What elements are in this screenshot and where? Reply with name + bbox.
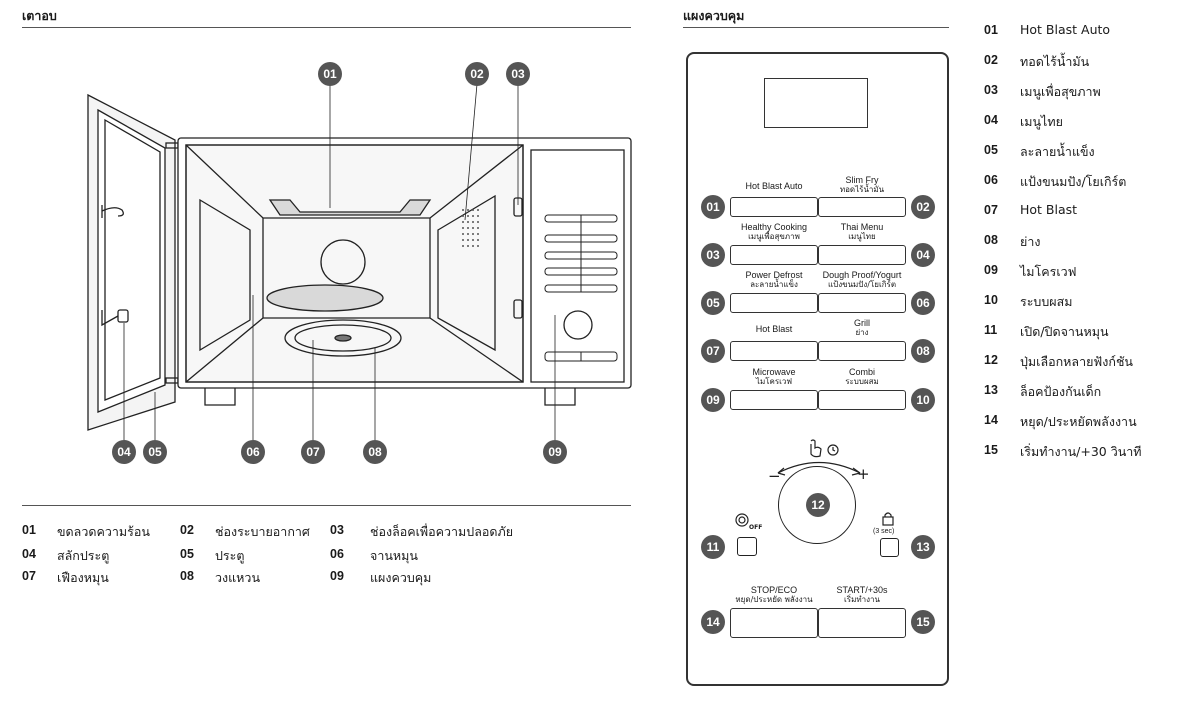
rlegend-08: ย่าง: [1020, 234, 1041, 249]
legend-turntable: จานหมุน: [370, 548, 418, 563]
callout-control-panel: 09: [543, 440, 567, 464]
rlegend-03: เมนูเพื่อสุขภาพ: [1020, 84, 1101, 99]
badge-15: 15: [911, 610, 935, 634]
badge-05: 05: [701, 291, 725, 315]
badge-13: 13: [911, 535, 935, 559]
rlegend-04: เมนูไทย: [1020, 114, 1063, 129]
microwave-button[interactable]: [730, 390, 818, 410]
turntable-off-label: OFF: [749, 524, 763, 531]
callout-roller-ring: 08: [363, 440, 387, 464]
lock-icon: [882, 512, 894, 526]
badge-14: 14: [701, 610, 725, 634]
legend-heater: ขดลวดความร้อน: [57, 524, 150, 539]
stop-eco-button[interactable]: [730, 608, 818, 638]
dough-proof-yogurt-button[interactable]: [818, 293, 906, 313]
oven-legend-rule: [22, 505, 631, 506]
dial-graphic: [777, 439, 861, 476]
rlegend-11: เปิด/ปิดจานหมุน: [1020, 324, 1109, 339]
legend-door-latch: สลักประตู: [57, 548, 110, 563]
badge-12: 12: [806, 493, 830, 517]
callout-safety-lock: 03: [506, 62, 530, 86]
badge-09: 09: [701, 388, 725, 412]
lock-duration-label: (3 sec): [873, 528, 895, 535]
legend-coupler: เฟืองหมุน: [57, 570, 109, 585]
badge-11: 11: [701, 535, 725, 559]
turntable-toggle-button[interactable]: [737, 537, 757, 556]
legend-door: ประตู: [215, 548, 245, 563]
rlegend-12: ปุ่มเลือกหลายฟังก์ชัน: [1020, 354, 1133, 369]
callout-door-latch: 04: [112, 440, 136, 464]
dial-plus-sign: +: [857, 465, 870, 483]
control-panel-frame: [686, 52, 949, 686]
rlegend-02: ทอดไร้น้ำมัน: [1020, 54, 1090, 69]
badge-07: 07: [701, 339, 725, 363]
legend-control-panel: แผงควบคุม: [370, 570, 432, 585]
callout-turntable: 06: [241, 440, 265, 464]
power-defrost-button[interactable]: [730, 293, 818, 313]
rlegend-10: ระบบผสม: [1020, 294, 1073, 309]
legend-safety-lock: ช่องล็อคเพื่อความปลอดภัย: [370, 524, 514, 539]
badge-06: 06: [911, 291, 935, 315]
badge-02: 02: [911, 195, 935, 219]
healthy-cooking-button[interactable]: [730, 245, 818, 265]
rlegend-13: ล็อคป้องกันเด็ก: [1020, 384, 1102, 399]
oven-illustration: [87, 83, 632, 440]
panel-section-title: แผงควบคุม: [683, 8, 745, 23]
start-button[interactable]: [818, 608, 906, 638]
legend-vent: ช่องระบายอากาศ: [215, 524, 310, 539]
grill-button[interactable]: [818, 341, 906, 361]
callout-door: 05: [143, 440, 167, 464]
combi-button[interactable]: [818, 390, 906, 410]
badge-10: 10: [911, 388, 935, 412]
slim-fry-button[interactable]: [818, 197, 906, 217]
thai-menu-button[interactable]: [818, 245, 906, 265]
badge-08: 08: [911, 339, 935, 363]
rlegend-05: ละลายน้ำแข็ง: [1020, 144, 1095, 159]
badge-04: 04: [911, 243, 935, 267]
callout-vent: 02: [465, 62, 489, 86]
child-lock-button[interactable]: [880, 538, 899, 557]
rlegend-01: Hot Blast Auto: [1020, 22, 1111, 37]
dial-minus-sign: −: [768, 467, 781, 485]
turntable-icon: [735, 513, 749, 527]
panel-title-rule: [683, 27, 949, 28]
badge-01: 01: [701, 195, 725, 219]
legend-roller-ring: วงแหวน: [215, 570, 260, 585]
oven-title-rule: [22, 27, 631, 28]
hot-blast-auto-button[interactable]: [730, 197, 818, 217]
badge-03: 03: [701, 243, 725, 267]
callout-coupler: 07: [301, 440, 325, 464]
oven-section-title: เตาอบ: [22, 8, 57, 23]
callout-heater: 01: [318, 62, 342, 86]
rlegend-06: แป้งขนมปัง/โยเกิร์ต: [1020, 174, 1127, 189]
rlegend-09: ไมโครเวฟ: [1020, 264, 1077, 279]
rlegend-07: Hot Blast: [1020, 202, 1078, 217]
hot-blast-button[interactable]: [730, 341, 818, 361]
display-window: [764, 78, 868, 128]
label-hot-blast-auto: Hot Blast Auto: [745, 181, 803, 191]
rlegend-15: เริ่มทำงาน/+30 วินาที: [1020, 444, 1142, 459]
label-hot-blast: Hot Blast: [755, 324, 793, 334]
rlegend-14: หยุด/ประหยัดพลังงาน: [1020, 414, 1137, 429]
multi-function-dial[interactable]: [778, 466, 856, 544]
